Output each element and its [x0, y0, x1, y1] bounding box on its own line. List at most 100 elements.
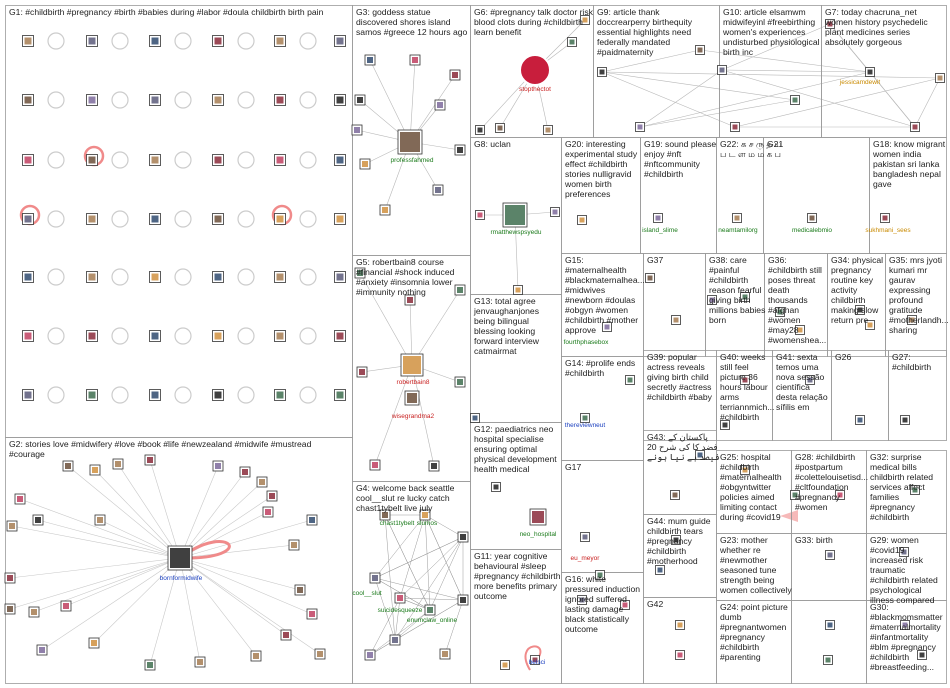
vertex-photo [697, 47, 703, 53]
self-loop-node [111, 327, 129, 345]
edge [65, 557, 181, 607]
vertex-photo [797, 327, 803, 333]
group-label-g10: midwifeyinl #freebirthing [723, 17, 815, 27]
vertex-photo [92, 467, 98, 473]
group-label-g4: cool__slut re lucky catch [356, 493, 450, 503]
group-label-g1: G1: #childbirth #pregnancy #birth #babie… [9, 7, 324, 17]
vertex-photo [452, 72, 458, 78]
group-label-g34: activity [831, 285, 858, 295]
edge [179, 465, 219, 559]
group-label-g9: essential highlights need [597, 27, 691, 37]
vertex-photo [362, 161, 368, 167]
vertex-photo [9, 523, 15, 529]
edge [11, 525, 181, 559]
group-label-g19: enjoy #nft [644, 149, 682, 159]
group-label-g20: women birth [564, 179, 612, 189]
vertex-photo [276, 273, 284, 281]
vertex-photo [867, 69, 873, 75]
group-label-g13: jenvaughanjones [473, 306, 539, 316]
vertex-photo [477, 127, 483, 133]
vertex-photo [214, 156, 222, 164]
edge [411, 289, 461, 366]
self-loop-node [174, 386, 192, 404]
group-label-g16: ignored suffered [565, 594, 627, 604]
vertex-photo [677, 652, 683, 658]
group-label-g36: #afghan [768, 305, 799, 315]
edge [721, 69, 871, 73]
vertex-photo [901, 549, 907, 555]
vertex-photo [837, 492, 843, 498]
group-label-g26: G26 [835, 352, 851, 362]
group-label-g13: G13: total agree [474, 296, 536, 306]
vertex-photo [857, 417, 863, 423]
vertex-photo [734, 215, 740, 221]
group-box-g26 [831, 350, 889, 441]
vertex-photo [39, 647, 45, 653]
vertex-label-professfahmed: professfahmed [391, 157, 434, 164]
group-label-g20: stories nulligravid [565, 169, 632, 179]
group-label-g36: thousands [768, 295, 808, 305]
edge [37, 519, 181, 559]
vertex-photo [622, 602, 628, 608]
label-layer: G1: #childbirth #pregnancy #birth #babie… [9, 7, 949, 672]
group-label-g18: bangladesh nepal [873, 169, 941, 179]
edge [721, 23, 831, 71]
edge-arrow [780, 510, 798, 522]
edge [179, 557, 321, 655]
vertex-photo [437, 102, 443, 108]
group-label-g36: #childbirth still [768, 265, 822, 275]
vertex-photo [24, 391, 32, 399]
vertex-photo [722, 422, 728, 428]
vertex-stopthectot[interactable] [519, 54, 551, 86]
vertex-photo [65, 463, 71, 469]
group-label-g7: absolutely gorgeous [825, 37, 902, 47]
vertex-photo [604, 324, 610, 330]
group-label-g39: G39: popular [647, 352, 697, 362]
group-label-g23: seasoned tune [720, 565, 777, 575]
vertex-photo [827, 622, 833, 628]
vertex-photo [147, 662, 153, 668]
group-label-g34: pregnancy [831, 265, 872, 275]
vertex-photo [31, 609, 37, 615]
group-label-g15: #obgyn #women [565, 305, 628, 315]
group-label-g25: during #covid19 [720, 512, 781, 522]
group-label-g35: #motherlandh... [889, 315, 949, 325]
group-label-g13: blessing looking [474, 326, 535, 336]
vertex-photo [253, 653, 259, 659]
edge [179, 471, 246, 559]
group-label-g13: catmairmat [474, 346, 517, 356]
vertex-photo [582, 534, 588, 540]
group-label-g38: giving birth [709, 295, 751, 305]
group-label-g36: death [768, 285, 790, 295]
group-label-g14: G14: #prolife ends [565, 358, 635, 368]
vertex-photo [397, 595, 403, 601]
vertex-photo [24, 37, 32, 45]
group-label-g22: ப ட ள ம ம க ப [720, 149, 781, 159]
group-label-g9: federally mandated [597, 37, 670, 47]
vertex-photo [336, 156, 344, 164]
group-label-g18: gave [873, 179, 892, 189]
vertex-photo [336, 96, 344, 104]
group-label-g30: #maternalmortality [870, 622, 941, 632]
edge [601, 71, 736, 128]
vertex-photo [242, 469, 248, 475]
vertex-label-neamtamilorg: neamtamilorg [718, 227, 758, 234]
group-label-g19: G19: sound please [644, 139, 716, 149]
edge [424, 514, 464, 538]
group-label-g44: #childbirth [647, 546, 686, 556]
vertex-photo [457, 147, 463, 153]
self-loop-node [111, 151, 129, 169]
group-label-g35: gaurav [889, 275, 916, 285]
group-label-g28: G28: #childbirth [795, 452, 855, 462]
group-label-g30: #infantmortality [870, 632, 929, 642]
edge [429, 536, 464, 611]
vertex-photo [7, 606, 13, 612]
group-box-layer [5, 5, 947, 684]
group-label-g35: G35: mrs jyoti [889, 255, 942, 265]
vertex-photo [719, 67, 725, 73]
vertex-photo [857, 307, 863, 313]
group-label-g11: #pregnancy #childbirth [474, 571, 561, 581]
group-label-g9: doccrearperry birthequity [597, 17, 693, 27]
vertex-photo [792, 492, 798, 498]
group-label-g32: families [870, 492, 899, 502]
